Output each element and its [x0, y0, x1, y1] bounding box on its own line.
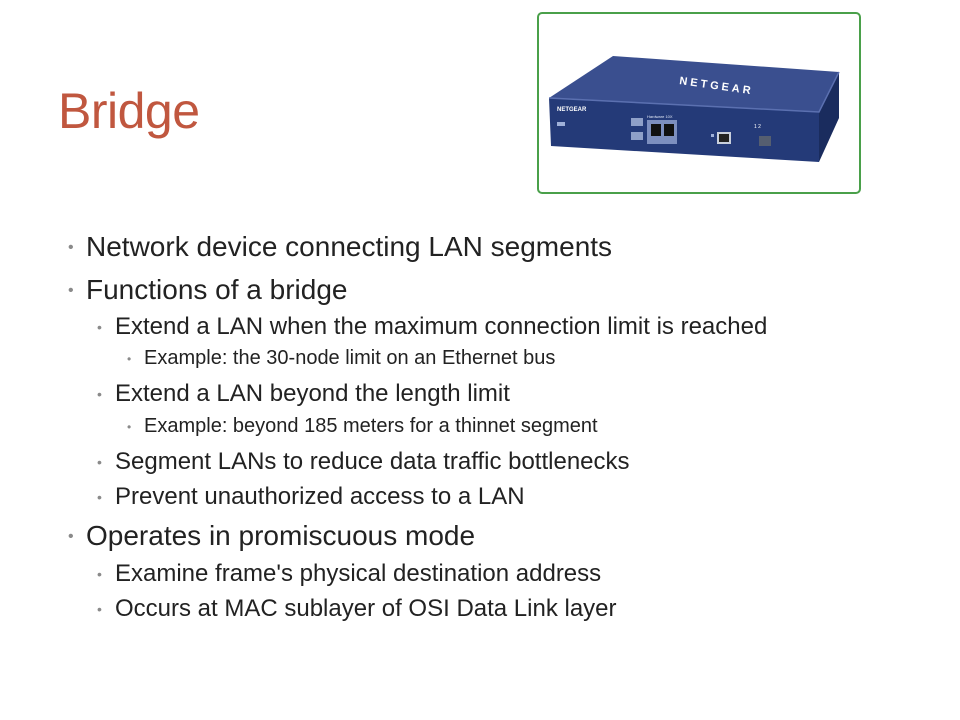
bullet-text: Extend a LAN when the maximum connection…	[115, 313, 768, 340]
bullet-dot-icon: •	[68, 282, 74, 299]
bullet-level2: • Extend a LAN when the maximum connectio…	[97, 313, 768, 341]
bullet-dot-icon: •	[127, 420, 132, 434]
bullet-level3: • Example: beyond 185 meters for a thinne…	[127, 415, 598, 438]
bullet-level1: • Network device connecting LAN segments	[68, 231, 613, 263]
bullet-level2: • Extend a LAN beyond the length limit	[97, 380, 510, 408]
svg-text:Hardware 10X: Hardware 10X	[647, 114, 673, 119]
netgear-bridge-device-image: NETGEAR NETGEAR Hardware 10X 1 2	[548, 56, 840, 162]
device-photo: NETGEAR NETGEAR Hardware 10X 1 2	[537, 12, 861, 194]
bullet-dot-icon: •	[97, 454, 102, 470]
bullet-dot-icon: •	[68, 239, 74, 256]
svg-text:NETGEAR: NETGEAR	[557, 107, 587, 113]
bullet-dot-icon: •	[97, 601, 102, 617]
bullet-text: Prevent unauthorized access to a LAN	[115, 483, 525, 510]
bullet-dot-icon: •	[97, 489, 102, 505]
bullet-dot-icon: •	[68, 528, 74, 545]
bullet-level2: • Occurs at MAC sublayer of OSI Data Link…	[97, 595, 617, 623]
bullet-level2: • Prevent unauthorized access to a LAN	[97, 483, 525, 511]
bullet-level2: • Examine frame's physical destination ad…	[97, 560, 602, 588]
bullet-text: Occurs at MAC sublayer of OSI Data Link …	[115, 595, 617, 622]
slide-title: Bridge	[58, 83, 200, 139]
bullet-level3: • Example: the 30-node limit on an Ethern…	[127, 347, 556, 370]
bullet-text: Example: the 30-node limit on an Etherne…	[144, 347, 556, 369]
bullet-text: Example: beyond 185 meters for a thinnet…	[144, 415, 598, 437]
bullet-dot-icon: •	[127, 352, 132, 366]
bullet-text: Extend a LAN beyond the length limit	[115, 380, 510, 407]
bullet-text: Operates in promiscuous mode	[86, 520, 476, 551]
bullet-dot-icon: •	[97, 319, 102, 335]
bullet-text: Examine frame's physical destination add…	[115, 560, 602, 587]
bullet-dot-icon: •	[97, 566, 102, 582]
bullet-text: Segment LANs to reduce data traffic bott…	[115, 448, 630, 475]
bullet-level1: • Operates in promiscuous mode	[68, 520, 476, 552]
bullet-dot-icon: •	[97, 386, 102, 402]
bullet-level1: • Functions of a bridge	[68, 274, 348, 306]
bullet-level2: • Segment LANs to reduce data traffic bo…	[97, 448, 630, 476]
svg-text:1 2: 1 2	[754, 124, 761, 130]
bullet-text: Network device connecting LAN segments	[86, 231, 613, 262]
bullet-text: Functions of a bridge	[86, 274, 348, 305]
